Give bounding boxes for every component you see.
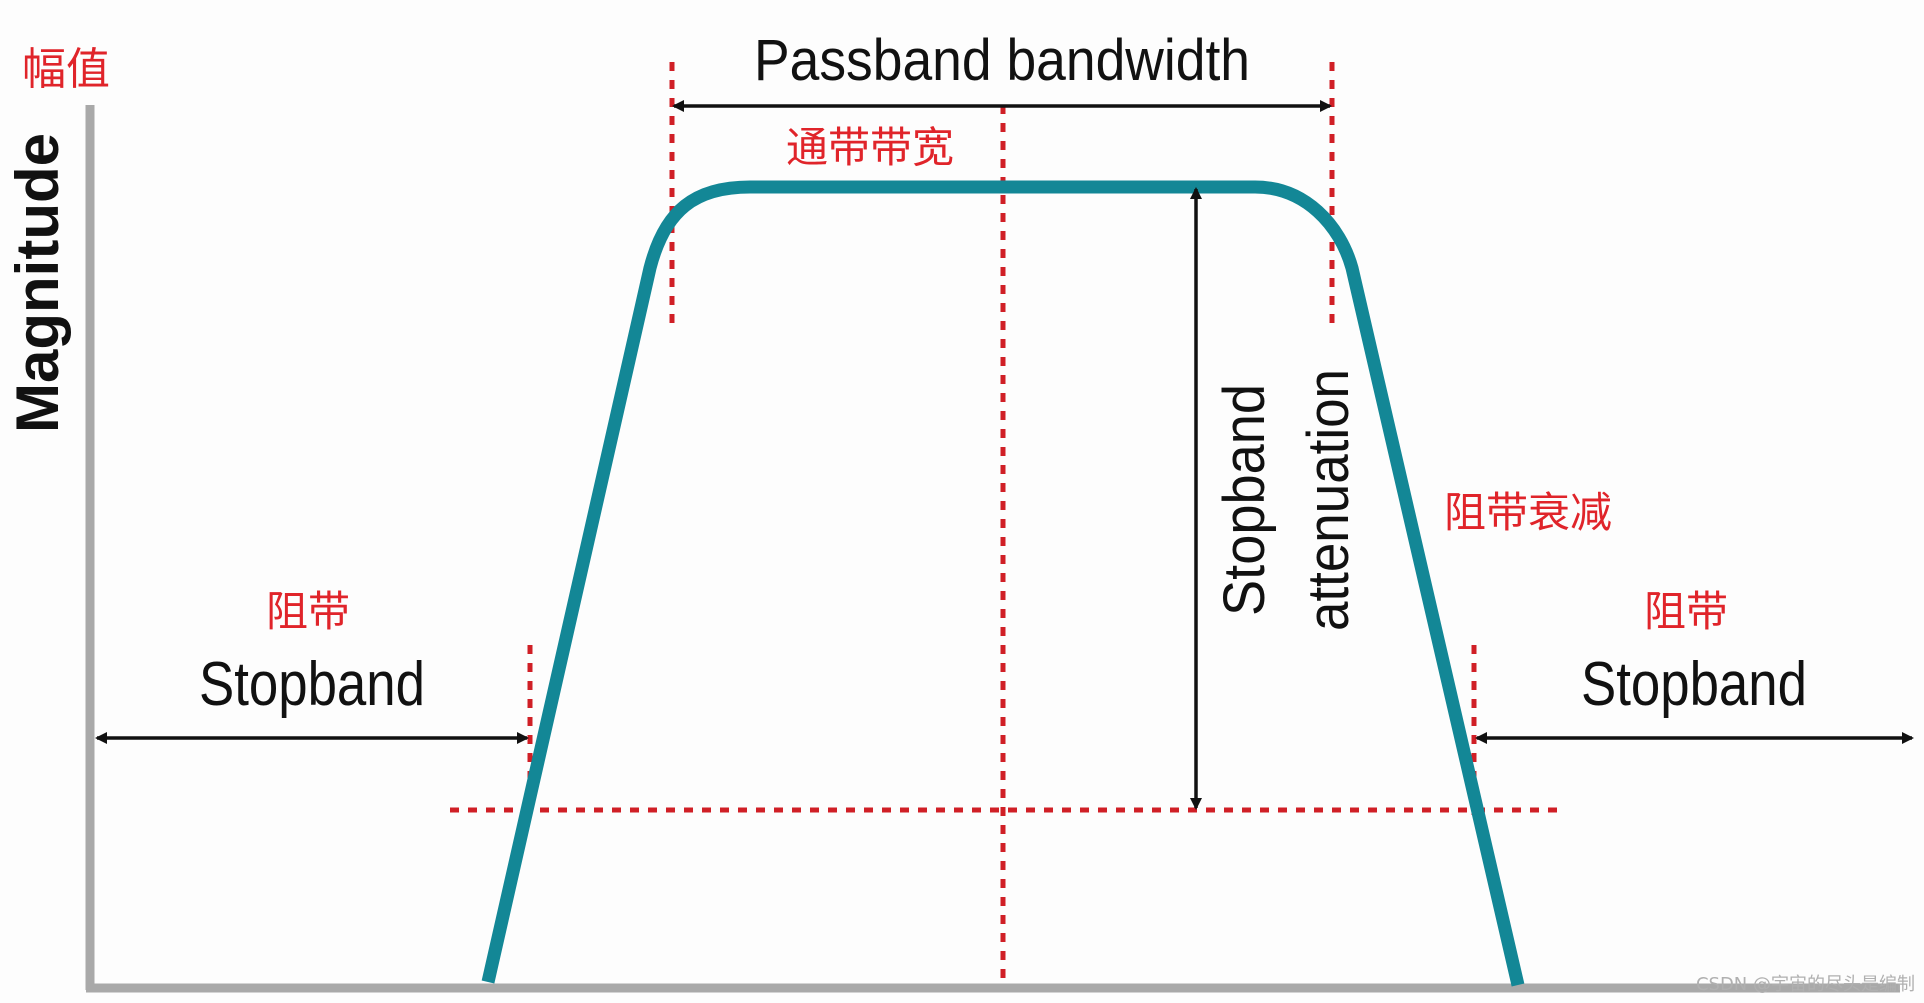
left-stopband-label-en: Stopband — [199, 650, 425, 719]
right-stopband-label-en: Stopband — [1581, 650, 1807, 719]
attenuation-label-cn: 阻带衰减 — [1444, 488, 1612, 537]
filter-response-curve — [481, 180, 1525, 987]
axis-label-en: Magnitude — [4, 133, 71, 433]
guide-lines — [450, 62, 1560, 985]
passband-label-en: Passband bandwidth — [754, 28, 1250, 93]
right-stopband-label-cn: 阻带 — [1644, 587, 1728, 636]
attenuation-label-en-line1: Stopband — [1212, 384, 1277, 616]
left-stopband-label-cn: 阻带 — [266, 587, 350, 636]
axis-label-cn: 幅值 — [22, 44, 110, 95]
watermark: CSDN @宇宙的尽头是编制 — [1696, 974, 1915, 995]
attenuation-label-en-line2: attenuation — [1296, 369, 1361, 631]
passband-label-cn: 通带带宽 — [786, 123, 954, 172]
